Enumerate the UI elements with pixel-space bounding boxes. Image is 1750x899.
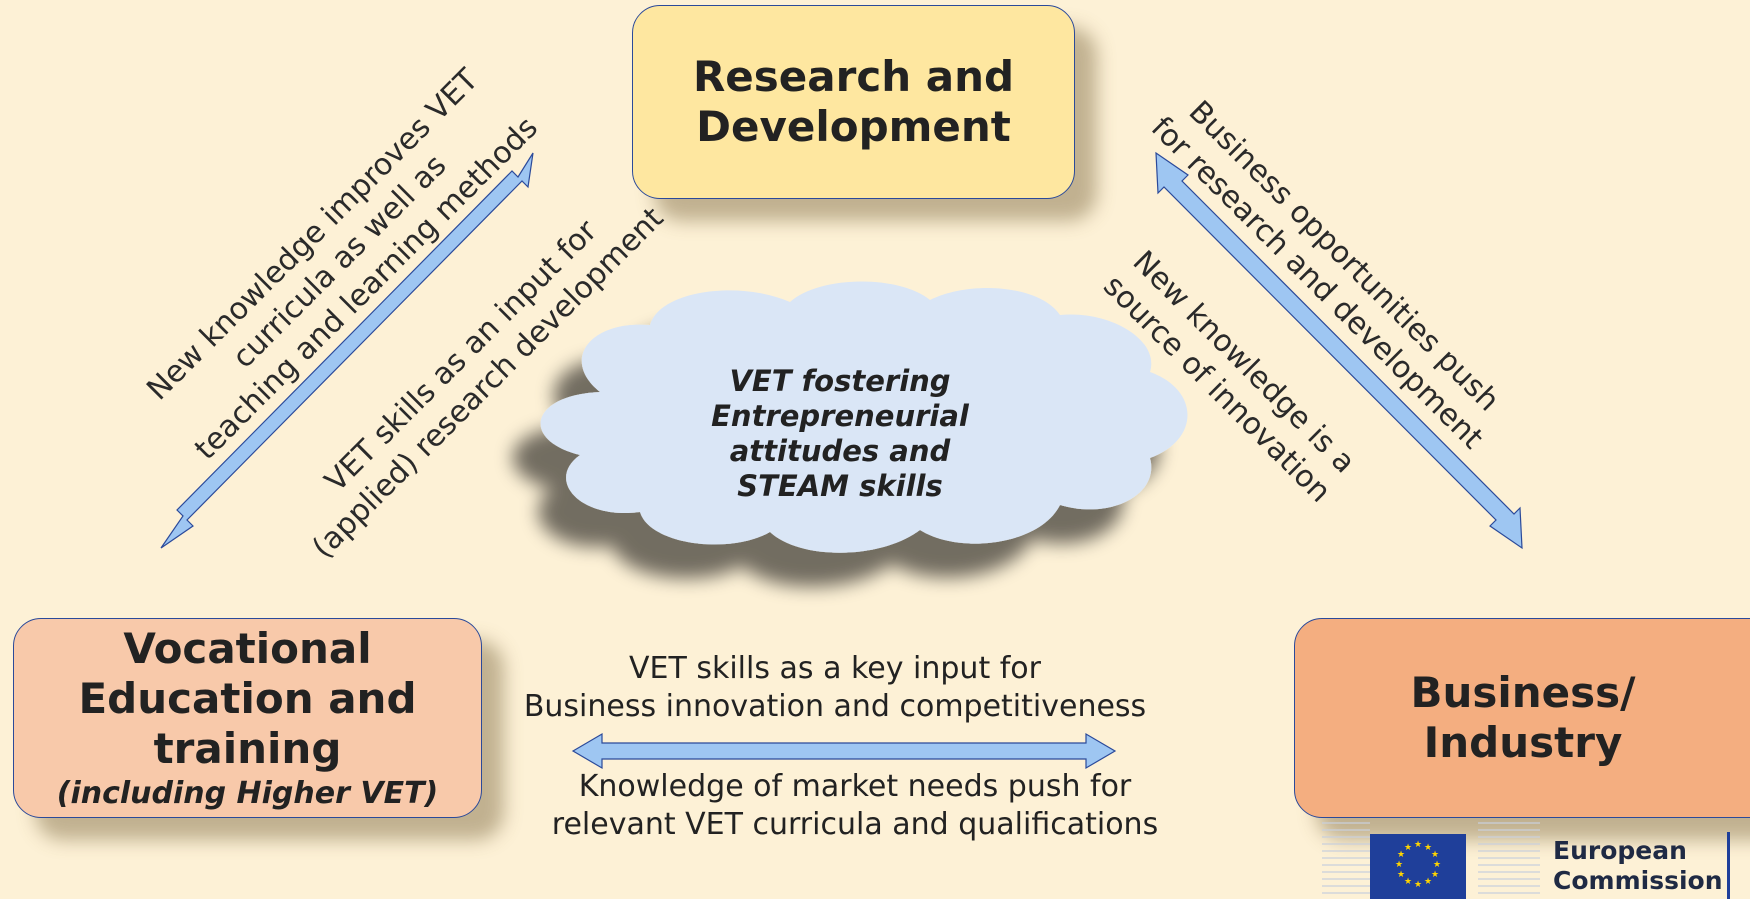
biz-line1: Business/: [1410, 668, 1636, 717]
vet-node: Vocational Education and training (inclu…: [13, 618, 482, 818]
svg-text:★: ★: [1404, 877, 1412, 887]
edge-label-line: Business innovation and competitiveness: [523, 689, 1147, 724]
center-line1: VET fostering: [729, 364, 951, 398]
edge-label-line: VET skills as a key input for: [629, 651, 1041, 686]
edge-label-rd-biz-outer: Business opportunities push for research…: [1119, 59, 1540, 480]
svg-text:★: ★: [1414, 880, 1422, 890]
vet-line3: training: [153, 724, 342, 773]
vet-line2: Education and: [78, 674, 417, 723]
svg-text:★: ★: [1395, 860, 1403, 870]
business-industry-node: Business/ Industry: [1294, 618, 1750, 818]
center-cloud-text: VET fostering Entrepreneurial attitudes …: [660, 364, 1020, 504]
edge-label-vet-biz-top: VET skills as a key input for Business i…: [480, 650, 1190, 726]
rd-line1: Research and: [692, 52, 1015, 101]
research-development-node: Research and Development: [632, 5, 1075, 199]
european-commission-text: European Commission: [1553, 836, 1723, 896]
edge-label-vet-biz-bottom: Knowledge of market needs push for relev…: [510, 768, 1200, 844]
center-line4: STEAM skills: [737, 469, 943, 503]
arrow-vet-business: [571, 732, 1117, 770]
eu-flag: [1370, 834, 1466, 899]
edge-label-vet-rd-outer: New knowledge improves VET curricula as …: [102, 24, 579, 501]
svg-text:★: ★: [1431, 850, 1439, 860]
logo-divider: [1727, 832, 1730, 899]
svg-text:★: ★: [1397, 870, 1405, 880]
svg-text:★: ★: [1414, 840, 1422, 850]
european-commission-logo: ★ ★ ★ ★ ★ ★ ★ ★ ★ ★ ★ ★: [1322, 822, 1730, 899]
center-line2: Entrepreneurial: [711, 399, 969, 433]
eu-stars-icon: ★ ★ ★ ★ ★ ★ ★ ★ ★ ★ ★ ★: [1395, 840, 1441, 890]
svg-text:★: ★: [1424, 843, 1432, 853]
edge-label-line: Knowledge of market needs push for: [578, 769, 1132, 804]
biz-line2: Industry: [1423, 718, 1623, 767]
logo-line2: Commission: [1553, 866, 1723, 895]
logo-line1: European: [1553, 836, 1687, 865]
rd-line2: Development: [696, 102, 1011, 151]
logo-stripes: [1322, 822, 1540, 894]
svg-text:★: ★: [1404, 843, 1412, 853]
svg-text:★: ★: [1424, 877, 1432, 887]
edge-label-line: relevant VET curricula and qualification…: [551, 807, 1159, 842]
svg-text:★: ★: [1433, 860, 1441, 870]
center-line3: attitudes and: [729, 434, 951, 468]
svg-text:★: ★: [1397, 850, 1405, 860]
vet-subtitle: (including Higher VET): [56, 776, 439, 811]
svg-text:★: ★: [1431, 870, 1439, 880]
vet-line1: Vocational: [123, 624, 372, 673]
